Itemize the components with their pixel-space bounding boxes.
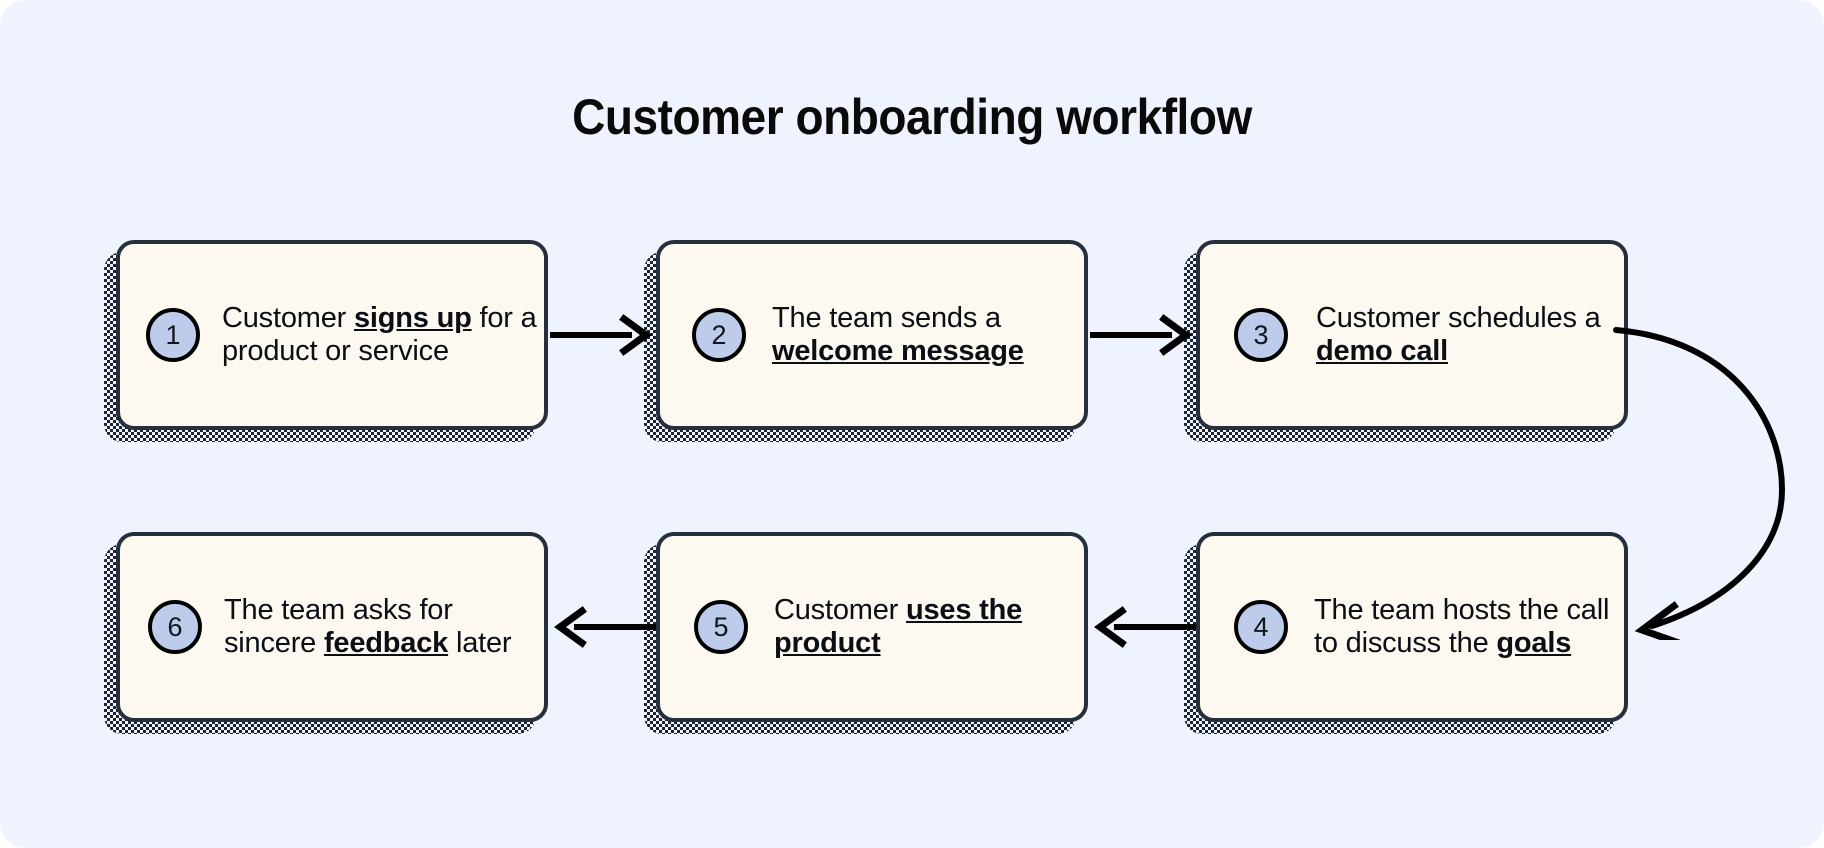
step-text-4: The team hosts the call to discuss the g… <box>1314 594 1610 659</box>
step-card-2[interactable]: 2 The team sends a welcome message <box>656 240 1088 430</box>
step-text-6: The team asks for sincere feedback later <box>224 594 512 659</box>
step-text-3: Customer schedules a demo call <box>1316 302 1601 367</box>
step-card-3[interactable]: 3 Customer schedules a demo call <box>1196 240 1628 430</box>
connector-2-to-3 <box>1090 314 1192 356</box>
step-number-badge-1: 1 <box>146 308 200 362</box>
step-number-badge-3: 3 <box>1234 308 1288 362</box>
step-card-5[interactable]: 5 Customer uses the product <box>656 532 1088 722</box>
step-number-badge-5: 5 <box>694 600 748 654</box>
step-card-6[interactable]: 6 The team asks for sincere feedback lat… <box>116 532 548 722</box>
step-number-badge-2: 2 <box>692 308 746 362</box>
step-number-badge-4: 4 <box>1234 600 1288 654</box>
step-text-2: The team sends a welcome message <box>772 302 1024 367</box>
step-card-1[interactable]: 1 Customer signs up for a product or ser… <box>116 240 548 430</box>
connector-3-to-4-curved <box>1613 327 1786 640</box>
connector-4-to-5 <box>1094 606 1196 648</box>
step-text-5: Customer uses the product <box>774 594 1023 659</box>
connector-5-to-6 <box>554 606 656 648</box>
step-number-badge-6: 6 <box>148 600 202 654</box>
step-card-4[interactable]: 4 The team hosts the call to discuss the… <box>1196 532 1628 722</box>
connector-1-to-2 <box>550 314 652 356</box>
step-text-1: Customer signs up for a product or servi… <box>222 302 537 367</box>
page-title: Customer onboarding workflow <box>572 89 1252 145</box>
